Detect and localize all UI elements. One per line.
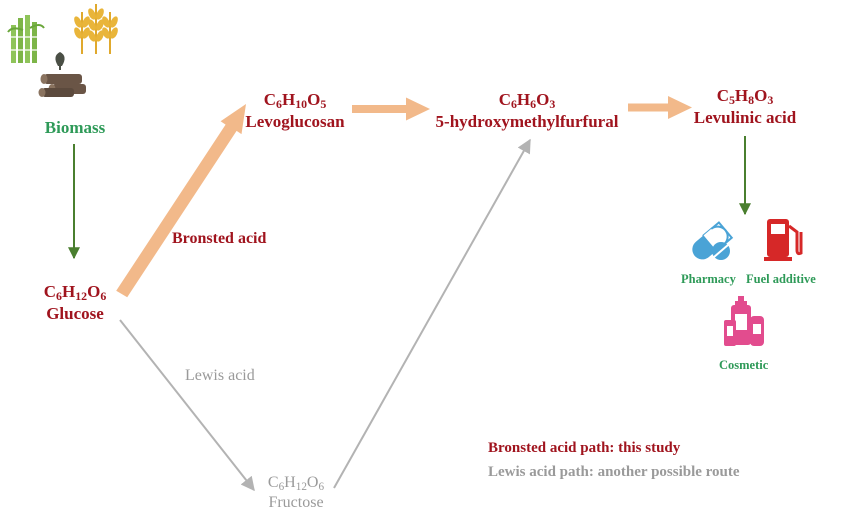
cosmetic-bottles-icon [724,296,764,346]
wheat-icon [74,4,118,54]
levoglucosan-to-hmf-arrow [352,97,430,121]
cosmetic-label: Cosmetic [719,358,769,372]
glucose-node: C6H12O6 Glucose [20,282,130,323]
glucose-to-levoglucosan-arrow [116,104,246,298]
legend-bronsted: Bronsted acid path: this study [488,440,681,456]
levoglucosan-formula: C6H10O5 [263,90,327,111]
lewis-acid-label: Lewis acid [185,367,255,384]
sugarcane-icon [7,15,45,63]
hmf-name: 5-hydroxymethylfurfural [435,111,619,131]
hmf-node: C6H6O3 5-hydroxymethylfurfural [432,90,622,131]
fructose-to-hmf-arrow [333,138,531,489]
hmf-to-levulinic-arrow [628,96,692,119]
glucose-to-fructose-arrow [119,319,255,492]
fuel-pump-icon [764,219,803,261]
levulinic-name: Levulinic acid [693,107,797,127]
legend-lewis: Lewis acid path: another possible route [488,464,740,480]
fructose-formula: C6H12O6 [267,474,325,493]
levoglucosan-name: Levoglucosan [245,111,345,131]
fructose-name: Fructose [268,493,324,511]
fructose-node: C6H12O6 Fructose [246,474,346,512]
levulinic-formula: C5H8O3 [716,86,774,107]
pharmacy-label: Pharmacy [681,272,736,286]
fuel-additive-label: Fuel additive [746,272,816,286]
glucose-name: Glucose [46,303,104,323]
levulinic-node: C5H8O3 Levulinic acid [685,86,805,127]
levoglucosan-node: C6H10O5 Levoglucosan [230,90,360,131]
wood-log-icon [38,52,86,97]
bronsted-acid-label: Bronsted acid [172,230,267,247]
glucose-formula: C6H12O6 [43,282,107,303]
biomass-label: Biomass [44,118,106,137]
hmf-formula: C6H6O3 [498,90,556,111]
pill-capsule-icon [692,221,734,260]
